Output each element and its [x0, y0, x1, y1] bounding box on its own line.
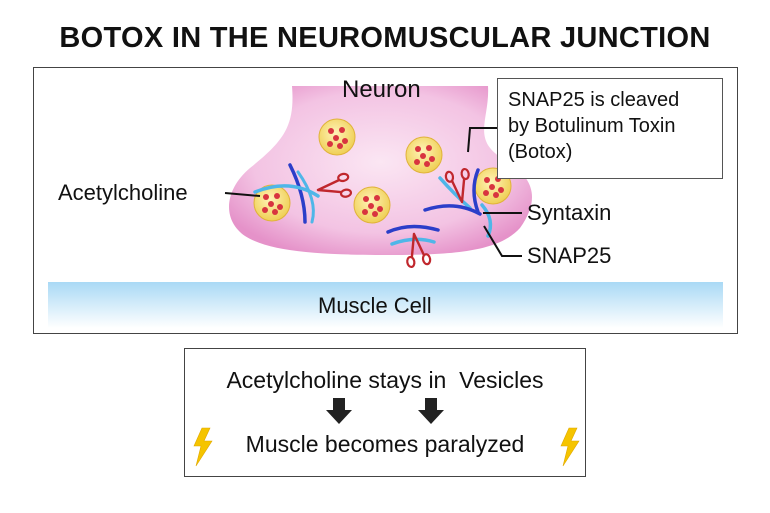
cleavage-note: SNAP25 is cleaved by Botulinum Toxin (Bo…	[497, 78, 723, 179]
page-title: BOTOX IN THE NEUROMUSCULAR JUNCTION	[59, 22, 711, 54]
summary-cause: Acetylcholine stays in Vesicles	[226, 367, 544, 393]
diagram-frame	[33, 67, 738, 334]
syntaxin-label: Syntaxin	[527, 200, 612, 225]
leader-lines	[224, 127, 522, 257]
summary-effect: Muscle becomes paralyzed	[245, 431, 525, 457]
summary-box: Acetylcholine stays in Vesicles Muscle b…	[184, 348, 586, 477]
note-line: SNAP25 is cleaved	[508, 89, 680, 111]
acetylcholine-label: Acetylcholine	[58, 180, 188, 205]
note-line: (Botox)	[508, 141, 573, 163]
neuron-label: Neuron	[342, 76, 421, 103]
vesicle	[353, 186, 391, 224]
muscle-cell	[48, 282, 723, 328]
vesicle	[318, 118, 356, 156]
vesicle	[405, 136, 443, 174]
muscle-cell-label: Muscle Cell	[318, 293, 432, 318]
note-line: by Botulinum Toxin	[508, 115, 676, 137]
snap25-label: SNAP25	[527, 243, 612, 268]
